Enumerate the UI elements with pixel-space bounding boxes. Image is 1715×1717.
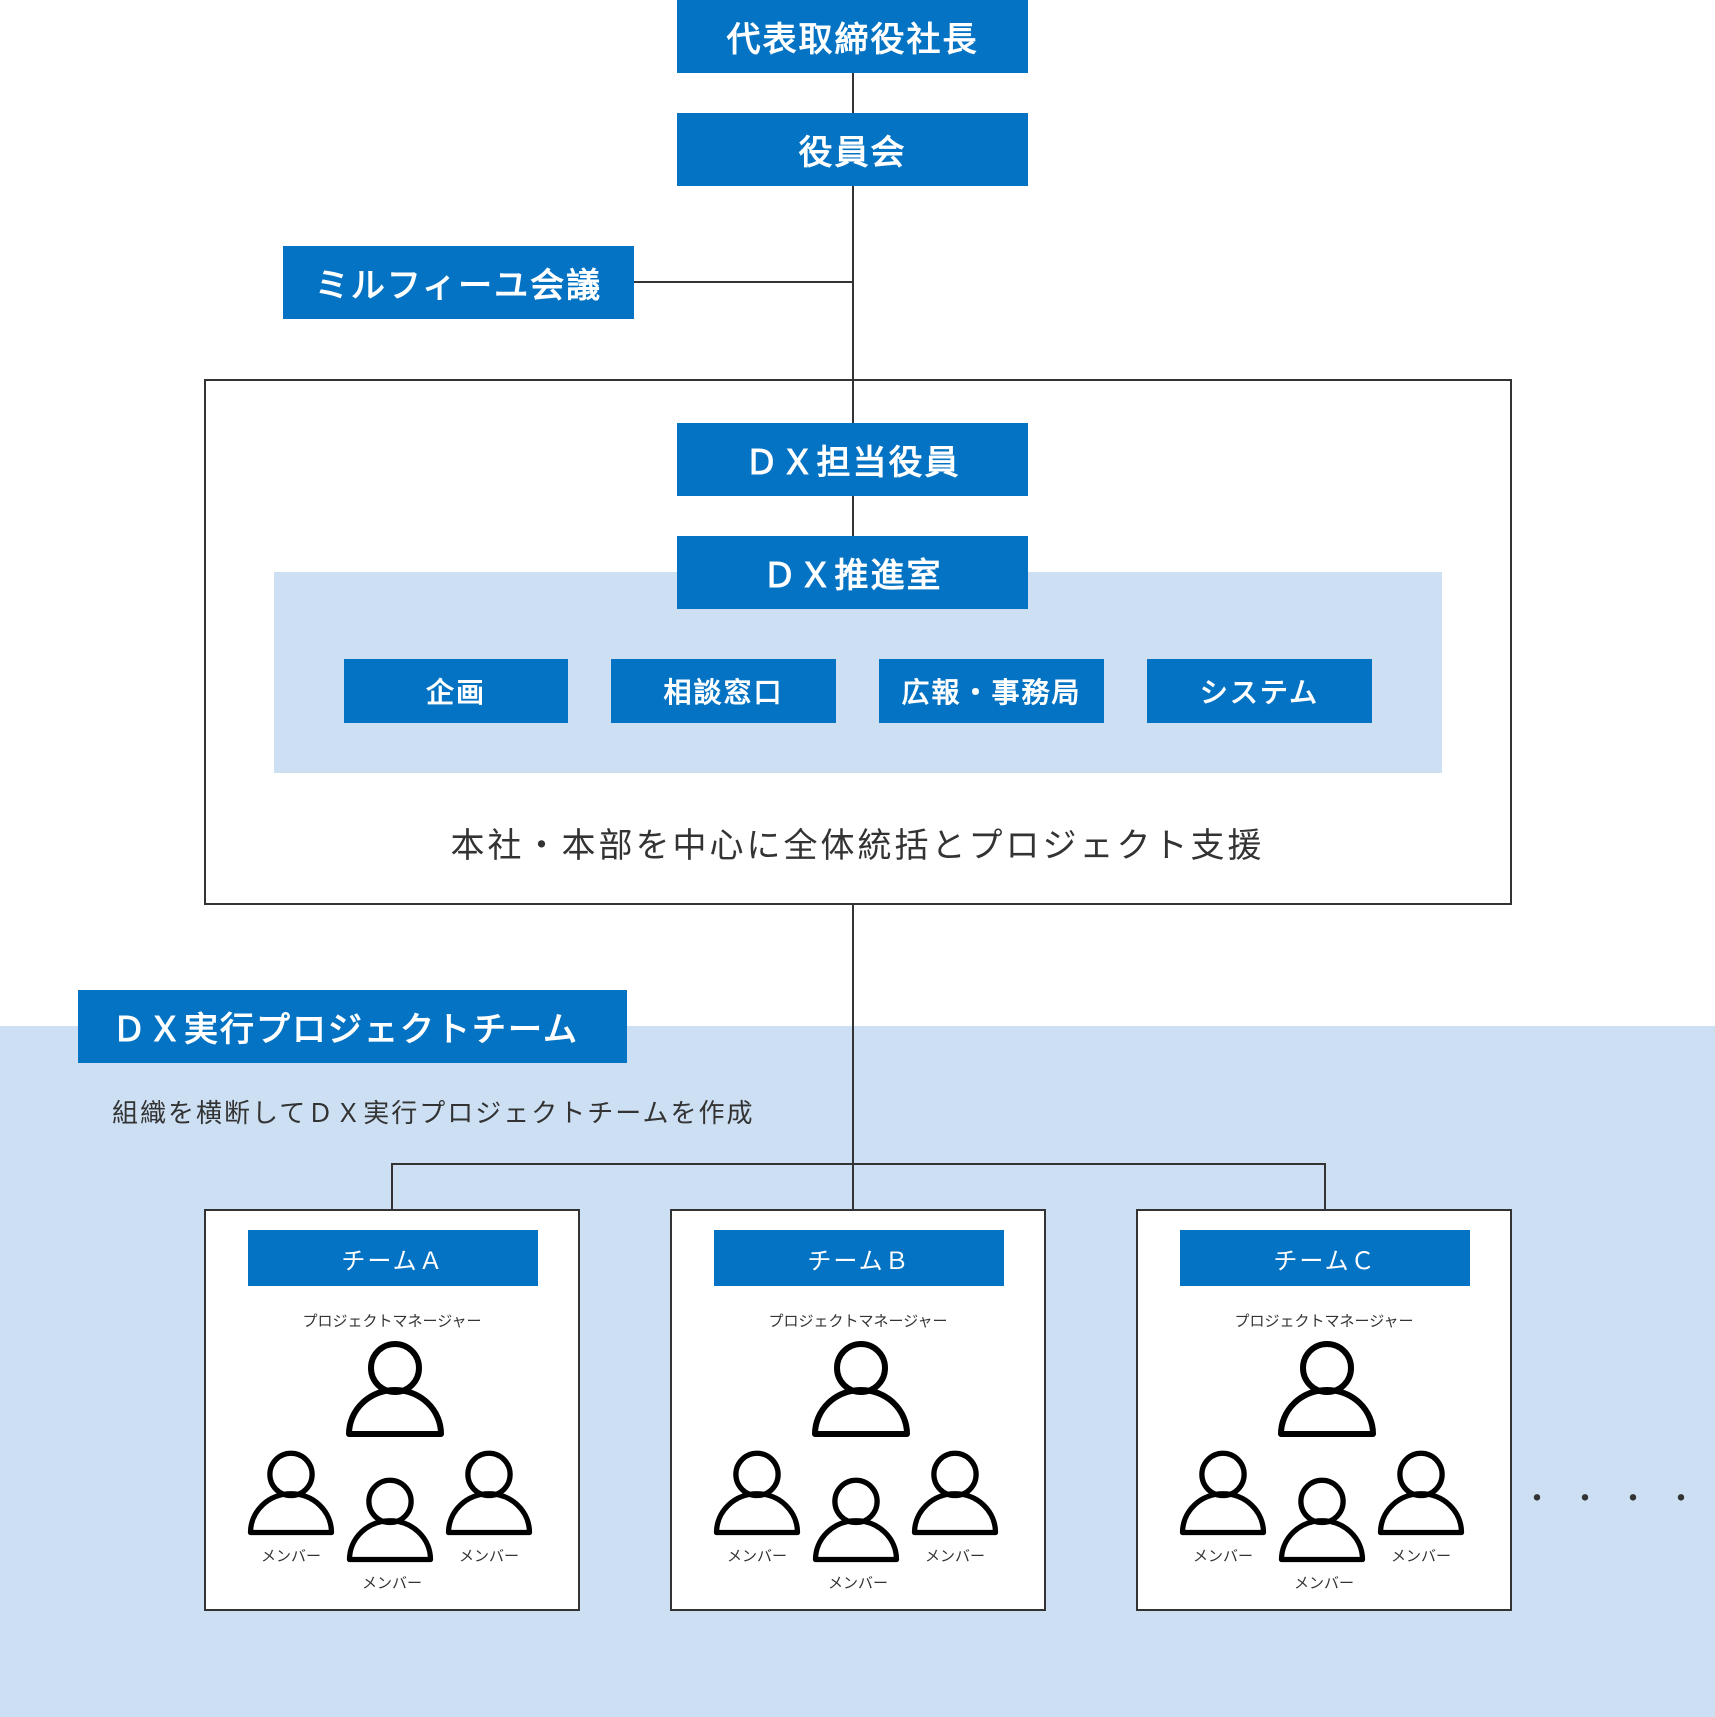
connector-team-a xyxy=(391,1163,393,1211)
team-card-a: チームＡ プロジェクトマネージャー メンバー メンバー メンバー xyxy=(204,1209,580,1611)
project-team-label-box: ＤＸ実行プロジェクトチーム xyxy=(78,990,627,1063)
team-c-name-box: チームＣ xyxy=(1180,1230,1470,1286)
team-card-b: チームＢ プロジェクトマネージャー メンバー メンバー メンバー xyxy=(670,1209,1046,1611)
unit-system: システム xyxy=(1147,659,1372,723)
connector-president-board xyxy=(852,72,854,114)
person-icon xyxy=(1278,1477,1366,1563)
team-b-name: チームＢ xyxy=(807,1246,911,1275)
connector-teams-horizontal xyxy=(391,1163,1326,1165)
person-icon xyxy=(911,1450,999,1536)
board-label: 役員会 xyxy=(798,133,907,173)
person-icon xyxy=(346,1477,434,1563)
team-b-member-label-center: メンバー xyxy=(827,1574,888,1592)
team-a-member-label-left: メンバー xyxy=(260,1547,321,1565)
unit-consultation: 相談窓口 xyxy=(611,659,836,723)
team-a-name: チームＡ xyxy=(341,1246,445,1275)
connector-frame-teams xyxy=(852,905,854,1211)
dx-group-caption: 本社・本部を中心に全体統括とプロジェクト支援 xyxy=(450,826,1265,866)
team-c-member-label-right: メンバー xyxy=(1390,1547,1451,1565)
team-a-member-label-right: メンバー xyxy=(458,1547,519,1565)
meeting-label: ミルフィーユ会議 xyxy=(314,266,603,306)
person-icon xyxy=(812,1477,900,1563)
unit-consultation-label: 相談窓口 xyxy=(663,676,784,709)
connector-officer-office xyxy=(852,495,854,537)
project-team-label: ＤＸ実行プロジェクトチーム xyxy=(112,1010,579,1050)
team-c-member-label-left: メンバー xyxy=(1192,1547,1253,1565)
team-c-manager-label: プロジェクトマネージャー xyxy=(1234,1312,1414,1330)
board-box: 役員会 xyxy=(677,113,1028,186)
unit-planning: 企画 xyxy=(344,659,568,723)
team-a-name-box: チームＡ xyxy=(248,1230,538,1286)
person-icon xyxy=(445,1450,533,1536)
president-box: 代表取締役社長 xyxy=(677,0,1028,73)
team-a-manager-label: プロジェクトマネージャー xyxy=(302,1312,482,1330)
unit-pr-secretariat-label: 広報・事務局 xyxy=(901,676,1082,709)
unit-planning-label: 企画 xyxy=(425,676,486,709)
dx-officer-label: ＤＸ担当役員 xyxy=(744,443,961,483)
more-teams-ellipsis: ・・・・・ xyxy=(1522,1482,1715,1517)
team-b-member-label-right: メンバー xyxy=(924,1547,985,1565)
team-b-member-label-left: メンバー xyxy=(726,1547,787,1565)
team-card-c: チームＣ プロジェクトマネージャー メンバー メンバー メンバー xyxy=(1136,1209,1512,1611)
connector-team-c xyxy=(1324,1163,1326,1211)
team-b-manager-label: プロジェクトマネージャー xyxy=(768,1312,948,1330)
person-icon xyxy=(1377,1450,1465,1536)
unit-system-label: システム xyxy=(1199,676,1320,709)
person-icon xyxy=(247,1450,335,1536)
dx-office-box: ＤＸ推進室 xyxy=(677,536,1028,609)
team-b-name-box: チームＢ xyxy=(714,1230,1004,1286)
connector-board-down xyxy=(852,185,854,380)
unit-pr-secretariat: 広報・事務局 xyxy=(879,659,1104,723)
dx-office-label: ＤＸ推進室 xyxy=(762,556,943,596)
person-icon xyxy=(1179,1450,1267,1536)
connector-frame-officer xyxy=(852,381,854,423)
meeting-box: ミルフィーユ会議 xyxy=(283,246,634,319)
project-team-caption: 組織を横断してＤＸ実行プロジェクトチームを作成 xyxy=(112,1099,755,1129)
person-icon xyxy=(1278,1341,1376,1437)
team-c-name: チームＣ xyxy=(1273,1246,1377,1275)
connector-meeting xyxy=(633,281,853,283)
person-icon xyxy=(713,1450,801,1536)
team-a-member-label-center: メンバー xyxy=(361,1574,422,1592)
person-icon xyxy=(346,1341,444,1437)
president-label: 代表取締役社長 xyxy=(726,20,979,60)
team-c-member-label-center: メンバー xyxy=(1293,1574,1354,1592)
dx-officer-box: ＤＸ担当役員 xyxy=(677,423,1028,496)
person-icon xyxy=(812,1341,910,1437)
